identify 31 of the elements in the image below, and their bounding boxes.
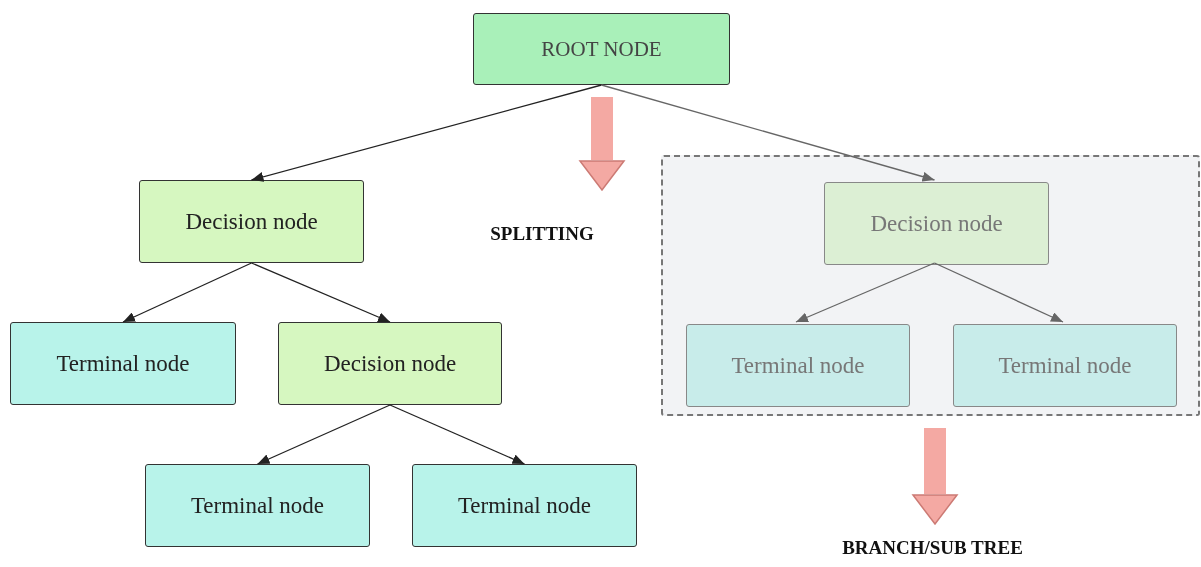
block-arrow [579, 97, 625, 191]
arrow [256, 404, 391, 465]
arrow [389, 404, 526, 465]
node-label: Terminal node [998, 352, 1132, 379]
node-label: Terminal node [457, 492, 592, 519]
decision-node-box [139, 180, 364, 263]
node-label: Terminal node [56, 350, 190, 377]
arrow [122, 262, 253, 323]
terminal-node-box [953, 324, 1177, 407]
terminal-node-box [10, 322, 236, 405]
arrow [795, 262, 936, 323]
decision-node-box [824, 182, 1049, 265]
root-node-box [473, 13, 730, 85]
node-label: ROOT NODE [541, 36, 662, 62]
node-label: Terminal node [731, 352, 865, 379]
node-label: Decision node [323, 350, 457, 377]
arrow [600, 84, 936, 182]
node-label: Decision node [185, 208, 318, 235]
terminal-node-box [412, 464, 637, 547]
subtree-region [661, 155, 1200, 416]
decision-node-box [278, 322, 502, 405]
terminal-node-box [686, 324, 910, 407]
block-arrow [912, 428, 958, 525]
terminal-node-box [145, 464, 370, 547]
arrow [933, 262, 1064, 323]
arrow [250, 84, 603, 182]
arrow [250, 262, 391, 323]
node-label: Decision node [870, 210, 1003, 237]
annotation-text: SPLITTING [490, 223, 594, 245]
node-label: Terminal node [190, 492, 325, 519]
annotation-text: BRANCH/SUB TREE [842, 537, 1023, 559]
